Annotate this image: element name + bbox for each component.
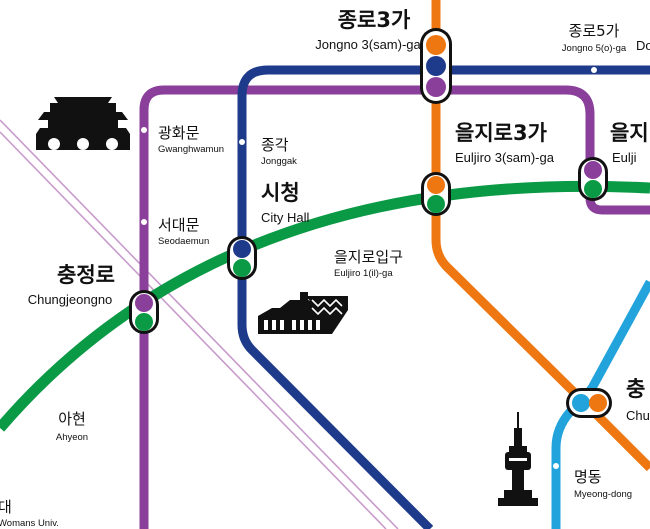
- line3-marker: [589, 394, 607, 412]
- airport-rail-track-2: [0, 131, 387, 529]
- library-building-icon: [258, 292, 348, 334]
- transfer-node-euljiro3ga[interactable]: [421, 172, 451, 216]
- label-ewha-kr[interactable]: 대: [0, 498, 12, 516]
- label-chungjeongno-kr[interactable]: 충정로: [57, 263, 115, 287]
- line1-marker: [426, 56, 446, 76]
- label-chungmuro-en: Chu: [626, 408, 650, 423]
- tower-icon: [498, 412, 538, 506]
- label-jonggak-en: Jonggak: [261, 156, 297, 167]
- label-euljiro1ga-kr[interactable]: 을지로입구: [334, 248, 403, 266]
- station-dot-ahyeon[interactable]: [35, 401, 41, 407]
- label-cityhall-en: City Hall: [261, 210, 310, 225]
- line3-path: [431, 0, 650, 472]
- airport-rail-track-1: [0, 119, 399, 529]
- station-dot-euljiro1ga[interactable]: [331, 228, 337, 234]
- label-ahyeon-kr[interactable]: 아현: [58, 410, 86, 428]
- line1-path: [237, 65, 650, 529]
- label-gwanghwamun-kr[interactable]: 광화문: [158, 124, 200, 142]
- line3-marker: [427, 176, 445, 194]
- line5-path: [139, 85, 650, 529]
- minor-station-dots: [35, 67, 597, 469]
- label-jongno3ga-kr[interactable]: 종로3가: [338, 8, 411, 32]
- station-dot-seodaemun[interactable]: [141, 219, 147, 225]
- label-euljiro1ga-en: Euljiro 1(il)-ga: [334, 268, 393, 279]
- station-dot-myeongdong[interactable]: [553, 463, 559, 469]
- line4-marker: [572, 394, 590, 412]
- label-seodaemun-kr[interactable]: 서대문: [158, 216, 200, 234]
- line2-marker: [135, 313, 153, 331]
- label-ewha-en: Womans Univ.: [0, 518, 59, 529]
- label-cityhall-kr[interactable]: 시청: [261, 181, 300, 205]
- station-dot-jongno5ga[interactable]: [591, 67, 597, 73]
- label-jongno5ga-en: Jongno 5(o)-ga: [562, 43, 627, 54]
- label-euljiro3ga-en: Euljiro 3(sam)-ga: [455, 150, 555, 165]
- label-euljiro4ga-kr[interactable]: 을지: [610, 121, 649, 145]
- line3-marker: [426, 35, 446, 55]
- transfer-node-euljiro4ga[interactable]: [578, 157, 608, 201]
- label-jonggak-kr[interactable]: 종각: [261, 136, 289, 154]
- label-myeongdong-kr[interactable]: 명동: [574, 468, 602, 486]
- transfer-node-jongno3ga[interactable]: [420, 28, 452, 104]
- station-dot-jonggak[interactable]: [239, 139, 245, 145]
- line5-marker: [135, 294, 153, 312]
- label-gwanghwamun-en: Gwanghwamun: [158, 144, 224, 155]
- label-jongno5ga-kr[interactable]: 종로5가: [569, 22, 620, 40]
- station-labels: 종로3가 Jongno 3(sam)-ga 종로5가 Jongno 5(o)-g…: [0, 8, 650, 529]
- label-chungjeongno-en: Chungjeongno: [28, 292, 113, 307]
- transfer-node-cityhall[interactable]: [227, 236, 257, 280]
- label-euljiro4ga-en: Eulji: [612, 150, 637, 165]
- line2-marker: [427, 195, 445, 213]
- airport-railroad-line: [0, 119, 399, 529]
- line5-marker: [426, 77, 446, 97]
- label-chungmuro-kr[interactable]: 충: [626, 377, 645, 401]
- line2-marker: [233, 259, 251, 277]
- line5-marker: [584, 161, 602, 179]
- label-myeongdong-en: Myeong-dong: [574, 489, 632, 500]
- line1-marker: [233, 240, 251, 258]
- label-euljiro3ga-kr[interactable]: 을지로3가: [455, 121, 548, 145]
- label-seodaemun-en: Seodaemun: [158, 236, 209, 247]
- label-ahyeon-en: Ahyeon: [56, 432, 88, 443]
- line2-marker: [584, 180, 602, 198]
- station-dot-gwanghwamun[interactable]: [141, 127, 147, 133]
- transfer-node-chungjeongno[interactable]: [129, 290, 159, 334]
- palace-gate-icon: [36, 97, 130, 150]
- transfer-node-chungmuro[interactable]: [566, 388, 612, 418]
- label-dongdaemun-en: Do: [636, 38, 650, 53]
- label-jongno3ga-en: Jongno 3(sam)-ga: [315, 37, 421, 52]
